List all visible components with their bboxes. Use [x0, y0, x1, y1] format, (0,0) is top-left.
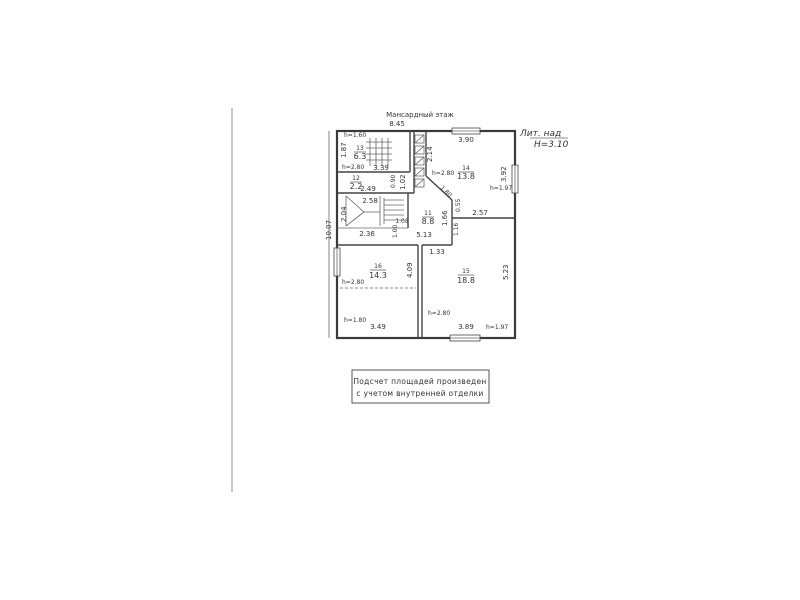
dim-2-04: 2.04	[340, 206, 348, 222]
room13-area: 6.3	[354, 152, 367, 161]
dim-3-92: 3.92	[500, 166, 508, 182]
utility-box-x	[414, 134, 425, 144]
overall-depth-dim: 10.07	[325, 220, 333, 240]
height-mark: h=1.97	[490, 185, 512, 192]
height-mark: h=1.60	[344, 132, 366, 139]
dim-2-36: 2.36	[359, 230, 375, 238]
stair-hatch-room13	[366, 138, 392, 166]
dim-2-58: 2.58	[362, 197, 378, 205]
dim-2-57: 2.57	[472, 209, 488, 217]
room16-number: 16	[374, 263, 382, 270]
room12-area: 2.2	[350, 182, 363, 191]
utility-box-x	[414, 167, 425, 177]
utility-box	[414, 134, 425, 144]
dim-1-02: 1.02	[399, 174, 407, 190]
dim-1-00: 1.00	[392, 224, 399, 238]
height-mark: h=2.80	[432, 170, 454, 177]
wall-room14-diagonal	[425, 175, 453, 201]
height-mark: h=2.80	[428, 310, 450, 317]
height-mark: h=1.80	[344, 317, 366, 324]
dim-3-49: 3.49	[370, 323, 386, 331]
utility-box-x	[414, 156, 425, 166]
plan-title: Мансардный этаж	[386, 111, 454, 119]
room15-area: 18.8	[457, 276, 475, 285]
height-mark: h=2.80	[342, 164, 364, 171]
dim-5-23: 5.23	[502, 264, 510, 280]
utility-box	[414, 178, 425, 188]
overall-width-dim: 8.45	[389, 120, 405, 128]
dim-1-08: 1.08	[395, 218, 409, 225]
dim-1-80: 1.80	[439, 184, 454, 199]
room11-number: 11	[424, 210, 432, 217]
dim-1-16: 1.16	[453, 222, 460, 236]
utility-box-x	[414, 178, 425, 188]
dim-2-49: 2.49	[360, 185, 376, 193]
room16-area: 14.3	[369, 271, 387, 280]
room13-number: 13	[356, 145, 364, 152]
dim-1-33: 1.33	[429, 248, 445, 256]
dim-3-39: 3.39	[373, 164, 389, 172]
room14-number: 14	[462, 165, 470, 172]
area-note-line1: Подсчет площадей произведен	[353, 377, 486, 386]
utility-box	[414, 156, 425, 166]
staircase	[345, 195, 404, 227]
dim-0-55: 0.55	[455, 198, 462, 212]
height-mark: h=2.80	[342, 279, 364, 286]
utility-boxes	[414, 134, 425, 188]
dim-0-90: 0.90	[390, 174, 397, 188]
liter-label: Лит. над	[519, 129, 561, 139]
utility-box-x	[414, 145, 425, 155]
height-mark: h=1.97	[486, 324, 508, 331]
dim-3-89: 3.89	[458, 323, 474, 331]
dim-1-66: 1.66	[441, 210, 449, 226]
room15-number: 15	[462, 268, 470, 275]
dim-1-87: 1.87	[340, 142, 348, 158]
dim-2-14: 2.14	[426, 146, 434, 162]
dim-3-90: 3.90	[458, 136, 474, 144]
floor-height: Н=3.10	[534, 140, 569, 150]
room14-area: 13.8	[457, 172, 475, 181]
dim-5-13: 5.13	[416, 231, 432, 239]
dim-4-09: 4.09	[406, 262, 414, 278]
utility-box	[414, 167, 425, 177]
room12-number: 12	[352, 175, 360, 182]
area-note-box	[351, 369, 490, 404]
room11-area: 8.8	[422, 217, 435, 226]
area-note-line2: с учетом внутренней отделки	[356, 389, 483, 398]
utility-box	[414, 145, 425, 155]
